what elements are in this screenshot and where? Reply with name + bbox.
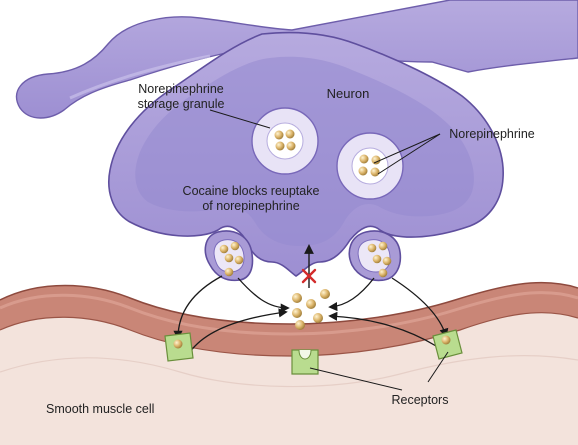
leader-norepinephrine-2 [377, 133, 441, 175]
vesicle-cluster-right [367, 241, 392, 278]
receptor-right [432, 329, 463, 360]
storage-granule-left [251, 107, 319, 175]
arrow-from-right-receptor [328, 311, 437, 347]
neuron-axon [15, 0, 578, 119]
storage-granule-right [336, 132, 404, 200]
arrow-to-left-receptor [173, 275, 223, 340]
vesicle-cluster-left [219, 241, 244, 277]
leader-lines [209, 109, 449, 391]
receptor-left [164, 332, 194, 362]
leader-norepinephrine-1 [373, 133, 441, 164]
cocaine-label-line2: of norepinephrine [202, 199, 299, 213]
leader-storage-granule [209, 109, 271, 129]
neuron-label: Neuron [327, 86, 370, 101]
norepinephrine-label: Norepinephrine [449, 127, 535, 141]
arrow-to-right-receptor [391, 277, 449, 338]
flow-arrows [173, 275, 449, 353]
receptors-label: Receptors [392, 393, 449, 407]
smooth-muscle-cell [0, 281, 578, 445]
arrow-right-release [328, 277, 375, 312]
blocked-reuptake-arrow [301, 244, 317, 288]
arrow-from-left-receptor [189, 308, 288, 353]
leader-receptor-middle [309, 367, 403, 391]
smooth-muscle-label: Smooth muscle cell [46, 402, 154, 416]
storage-granule-label-line1: Norepinephrine [138, 82, 224, 96]
leader-receptor-right [427, 351, 449, 383]
receptor-middle [291, 349, 319, 375]
released-norepinephrine [292, 289, 330, 330]
arrow-left-release [237, 277, 290, 313]
storage-granule-label-line2: storage granule [138, 97, 225, 111]
cocaine-label-line1: Cocaine blocks reuptake [183, 184, 320, 198]
block-x-mark [301, 268, 317, 284]
